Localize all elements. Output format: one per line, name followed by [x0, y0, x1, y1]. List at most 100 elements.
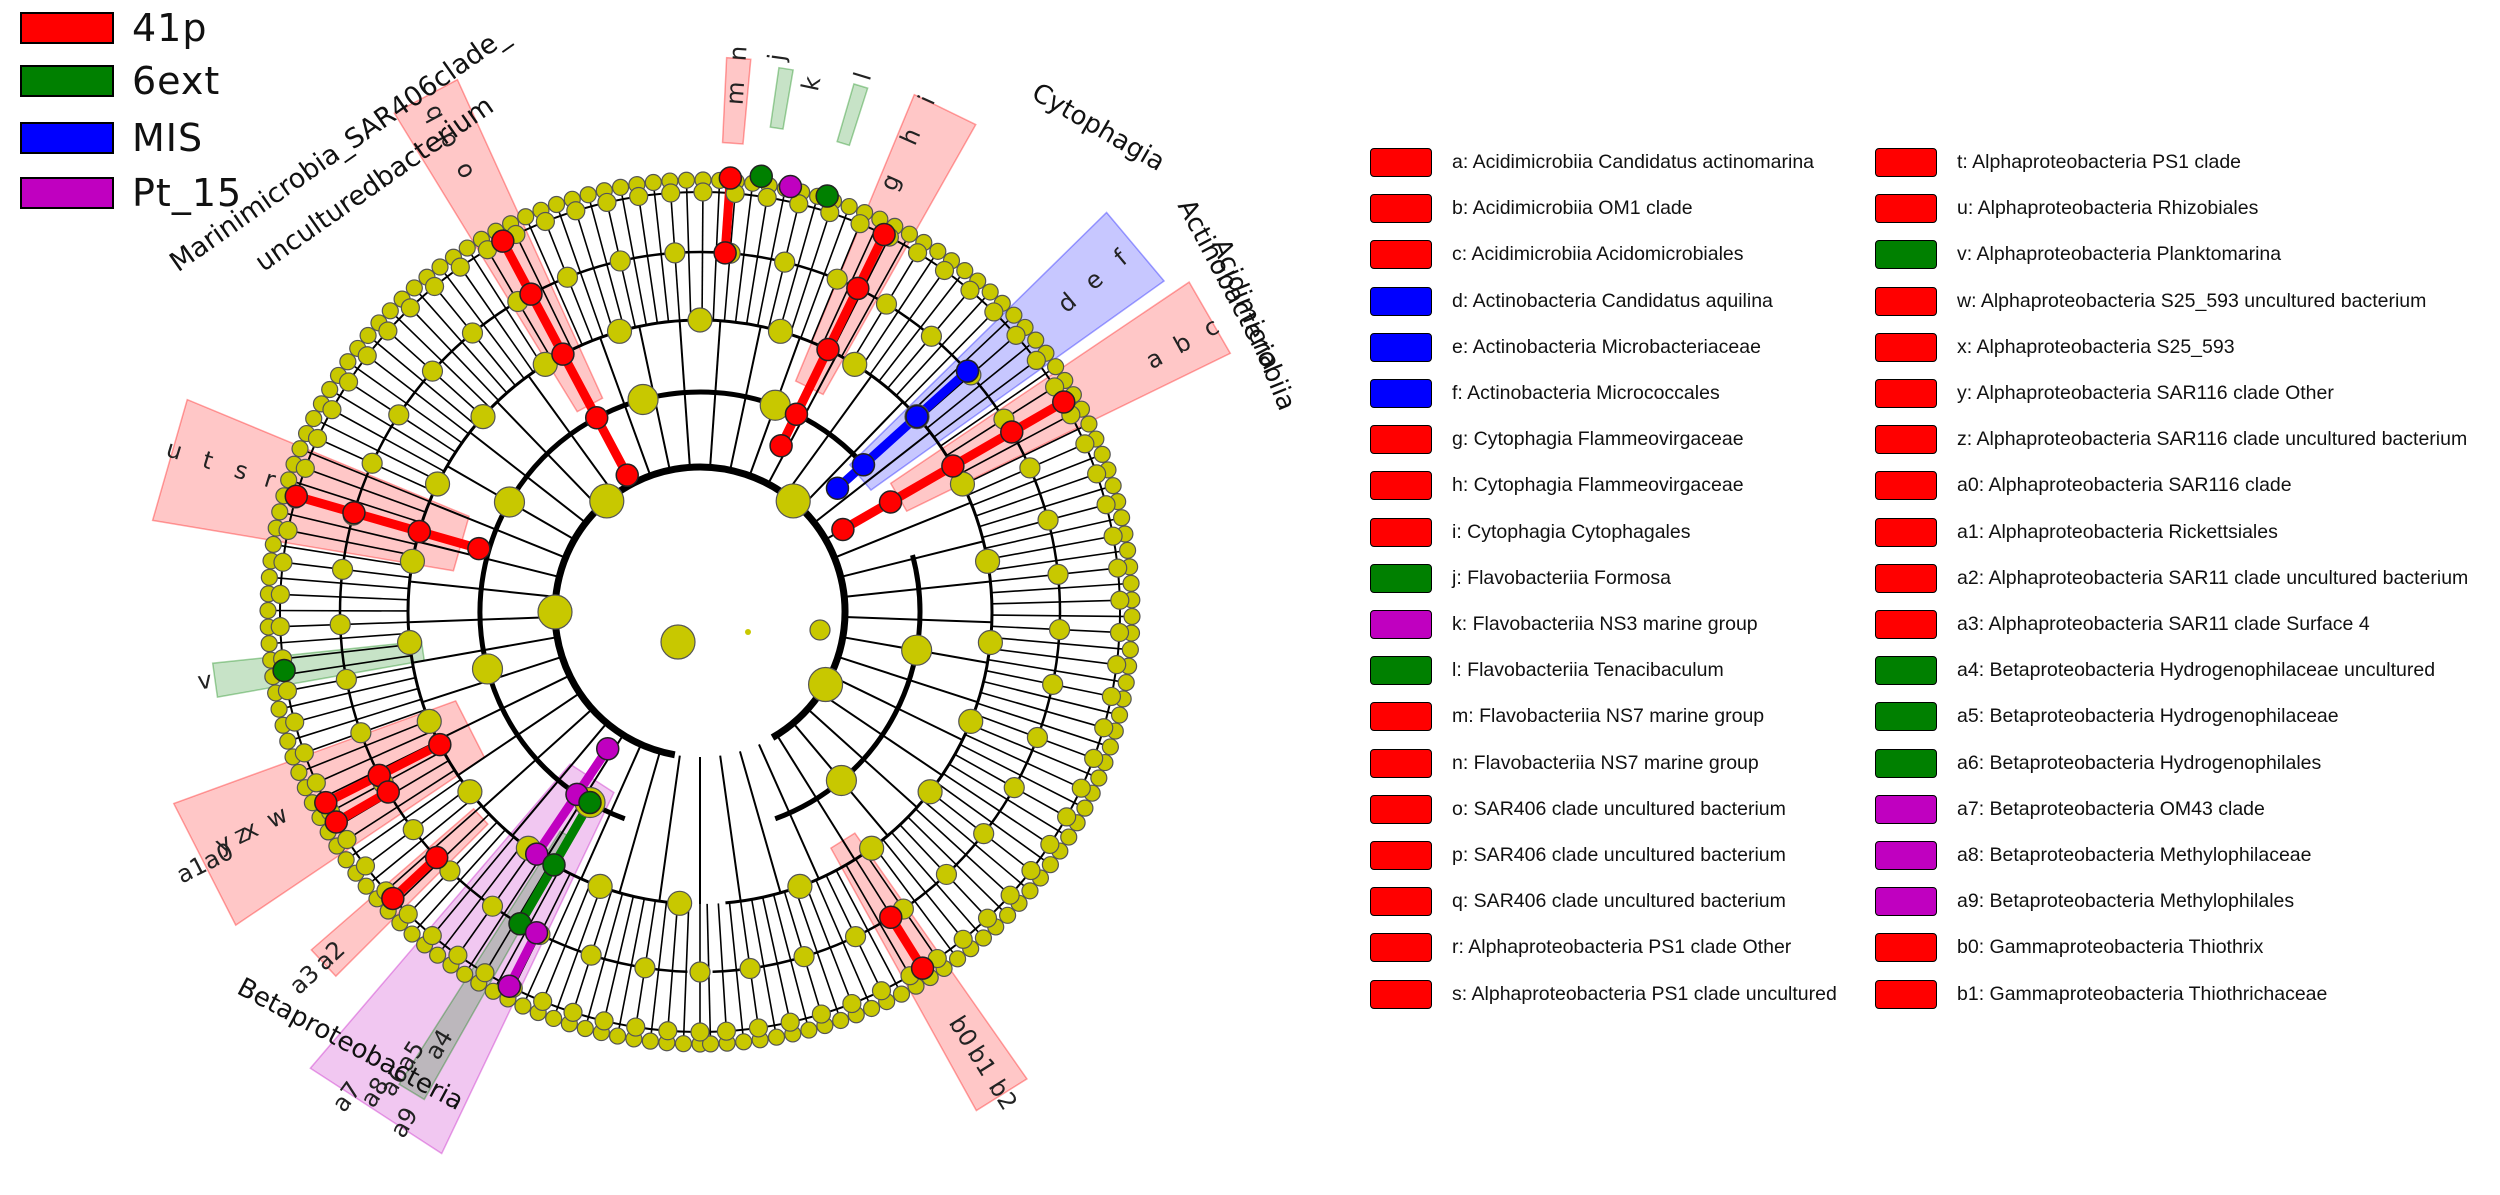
node: [998, 906, 1017, 924]
branch-line: [269, 576, 410, 590]
node: [1037, 509, 1059, 531]
node: [1060, 828, 1078, 846]
taxa-legend-swatch: [1875, 332, 1937, 362]
branch-line: [807, 708, 918, 809]
taxa-legend-item: s: Alphaproteobacteria PS1 clade uncultu…: [1370, 977, 1890, 1011]
clade-letter-l: l: [848, 69, 877, 84]
taxa-legend-label: a6: Betaproteobacteria Hydrogenophilales: [1957, 751, 2322, 774]
branch-line: [819, 692, 943, 777]
branch-line: [895, 291, 991, 397]
node: [1071, 778, 1091, 798]
node: [1110, 590, 1130, 610]
taxa-legend-label: q: SAR406 clade uncultured bacterium: [1452, 890, 1786, 913]
branch-line: [552, 886, 602, 1019]
branch-line: [282, 687, 419, 727]
node: [1048, 618, 1071, 641]
branch-line: [273, 543, 412, 568]
node: [270, 700, 288, 718]
node: [470, 404, 496, 430]
node: [1104, 477, 1122, 495]
node: [563, 1002, 583, 1022]
branch-line: [936, 782, 1051, 866]
taxa-legend-item: a2: Alphaproteobacteria SAR11 clade uncu…: [1875, 561, 2468, 595]
node: [461, 322, 484, 344]
taxa-legend-label: n: Flavobacteriia NS7 marine group: [1452, 751, 1759, 774]
branch-line: [347, 361, 463, 444]
branch-line: [926, 339, 1037, 429]
node: [535, 211, 555, 232]
highlighted-node: [284, 484, 309, 508]
highlighted-node: [905, 404, 929, 429]
branch-line: [279, 511, 417, 546]
branch-line: [990, 636, 1131, 651]
node: [547, 195, 566, 214]
node: [405, 279, 423, 297]
taxa-legend-item: p: SAR406 clade uncultured bacterium: [1370, 838, 1890, 872]
node: [338, 372, 359, 392]
node: [644, 173, 662, 192]
taxa-legend-label: u: Alphaproteobacteria Rhizobiales: [1957, 197, 2259, 220]
branch-line: [834, 501, 972, 559]
node: [1090, 769, 1108, 787]
branch-line: [272, 654, 412, 678]
taxa-legend-swatch: [1875, 425, 1937, 455]
node: [597, 192, 617, 213]
node: [1047, 563, 1069, 585]
branch-line: [750, 899, 778, 1038]
clade-letter-k: k: [796, 74, 826, 94]
highlighted-node: [831, 517, 855, 542]
node: [1094, 718, 1114, 738]
root-node: [660, 624, 696, 660]
branch-line: [778, 196, 819, 332]
node: [1080, 415, 1098, 433]
node: [956, 262, 974, 280]
node: [780, 1012, 800, 1032]
taxa-legend-label: a7: Betaproteobacteria OM43 clade: [1957, 797, 2265, 820]
outer-label-4: Acidimicrobiia: [1205, 235, 1301, 415]
node: [948, 950, 967, 968]
node: [350, 722, 372, 744]
node: [259, 601, 277, 620]
branch-line: [840, 233, 911, 357]
node: [974, 548, 1001, 574]
node: [661, 183, 681, 203]
node: [1040, 834, 1060, 855]
node: [1118, 541, 1137, 559]
branch-line: [278, 676, 416, 710]
branch-line: [276, 527, 414, 557]
node: [1117, 673, 1135, 692]
branch-line: [915, 808, 1020, 904]
branch-line: [636, 184, 659, 324]
node: [264, 535, 282, 554]
branch-line: [987, 533, 1126, 561]
node: [929, 242, 947, 260]
highlighted-node: [878, 490, 903, 514]
node: [576, 1019, 594, 1038]
node: [716, 1021, 736, 1041]
node: [920, 325, 943, 347]
taxa-legend-swatch: [1370, 471, 1432, 501]
taxa-legend-swatch: [1370, 702, 1432, 732]
node: [807, 666, 844, 703]
branch-line: [977, 702, 1111, 748]
node: [611, 178, 630, 196]
node: [1021, 860, 1041, 881]
highlighted-node: [578, 790, 602, 815]
branch-line: [527, 375, 616, 496]
node: [767, 1028, 786, 1046]
branch-line: [424, 836, 515, 946]
node: [658, 1021, 678, 1041]
taxa-legend-label: a5: Betaproteobacteria Hydrogenophilacea…: [1957, 705, 2339, 728]
branch-line: [509, 223, 573, 350]
node: [1046, 358, 1065, 376]
branch-line: [618, 751, 661, 893]
taxa-legend-label: b0: Gammaproteobacteria Thiothrix: [1957, 936, 2264, 959]
taxa-legend-swatch: [1875, 563, 1937, 593]
branch-line: [457, 692, 581, 777]
node: [667, 890, 693, 916]
sector-tenacibaculum: [836, 83, 869, 147]
branch-line: [794, 887, 842, 1021]
branch-line: [988, 549, 1128, 572]
node: [278, 520, 298, 541]
